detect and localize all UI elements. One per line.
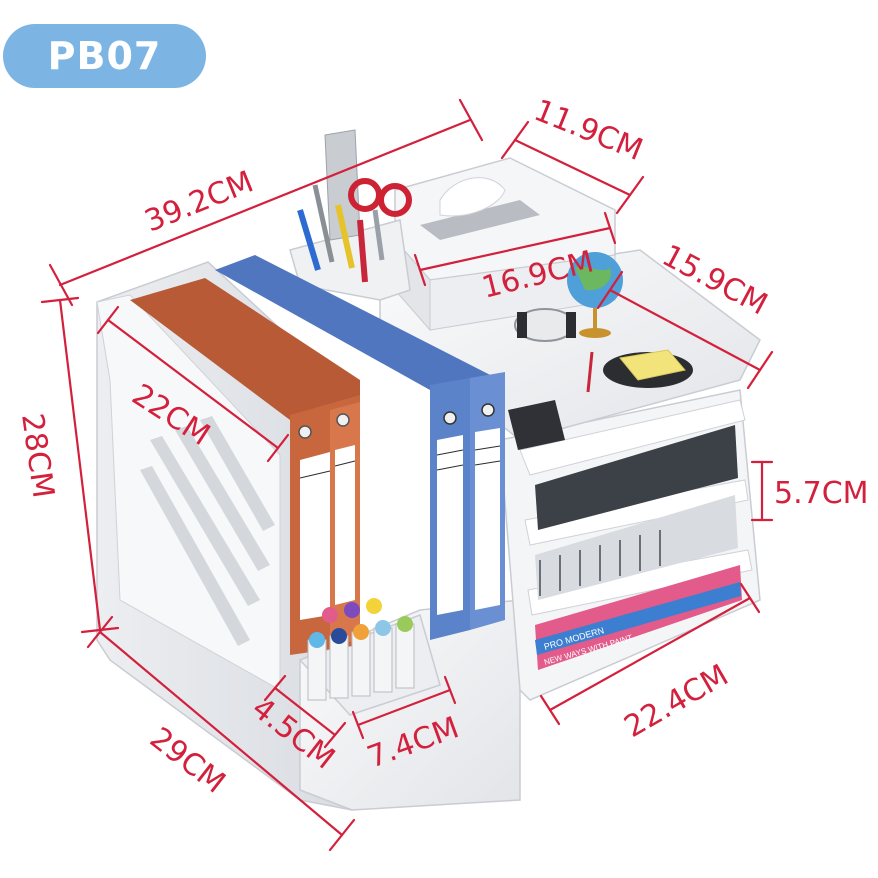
side-slots	[140, 416, 275, 646]
props	[297, 129, 693, 450]
dim-height: 28CM	[14, 411, 60, 500]
binder-label-lines	[299, 445, 501, 479]
dim-tissue-depth: 11.9CM	[529, 93, 647, 168]
spiral-binding	[539, 530, 661, 596]
product-code-badge: PB07	[3, 24, 206, 88]
dim-shelf-width: 22.4CM	[619, 658, 735, 745]
dim-shelf-gap: 5.7CM	[774, 476, 869, 511]
product-code-label: PB07	[47, 34, 162, 78]
organizer-body: PRO MODERN NEW WAYS WITH PAINT	[96, 157, 761, 811]
binders	[130, 255, 505, 655]
dimension-lines	[40, 98, 774, 852]
markers	[307, 598, 415, 701]
